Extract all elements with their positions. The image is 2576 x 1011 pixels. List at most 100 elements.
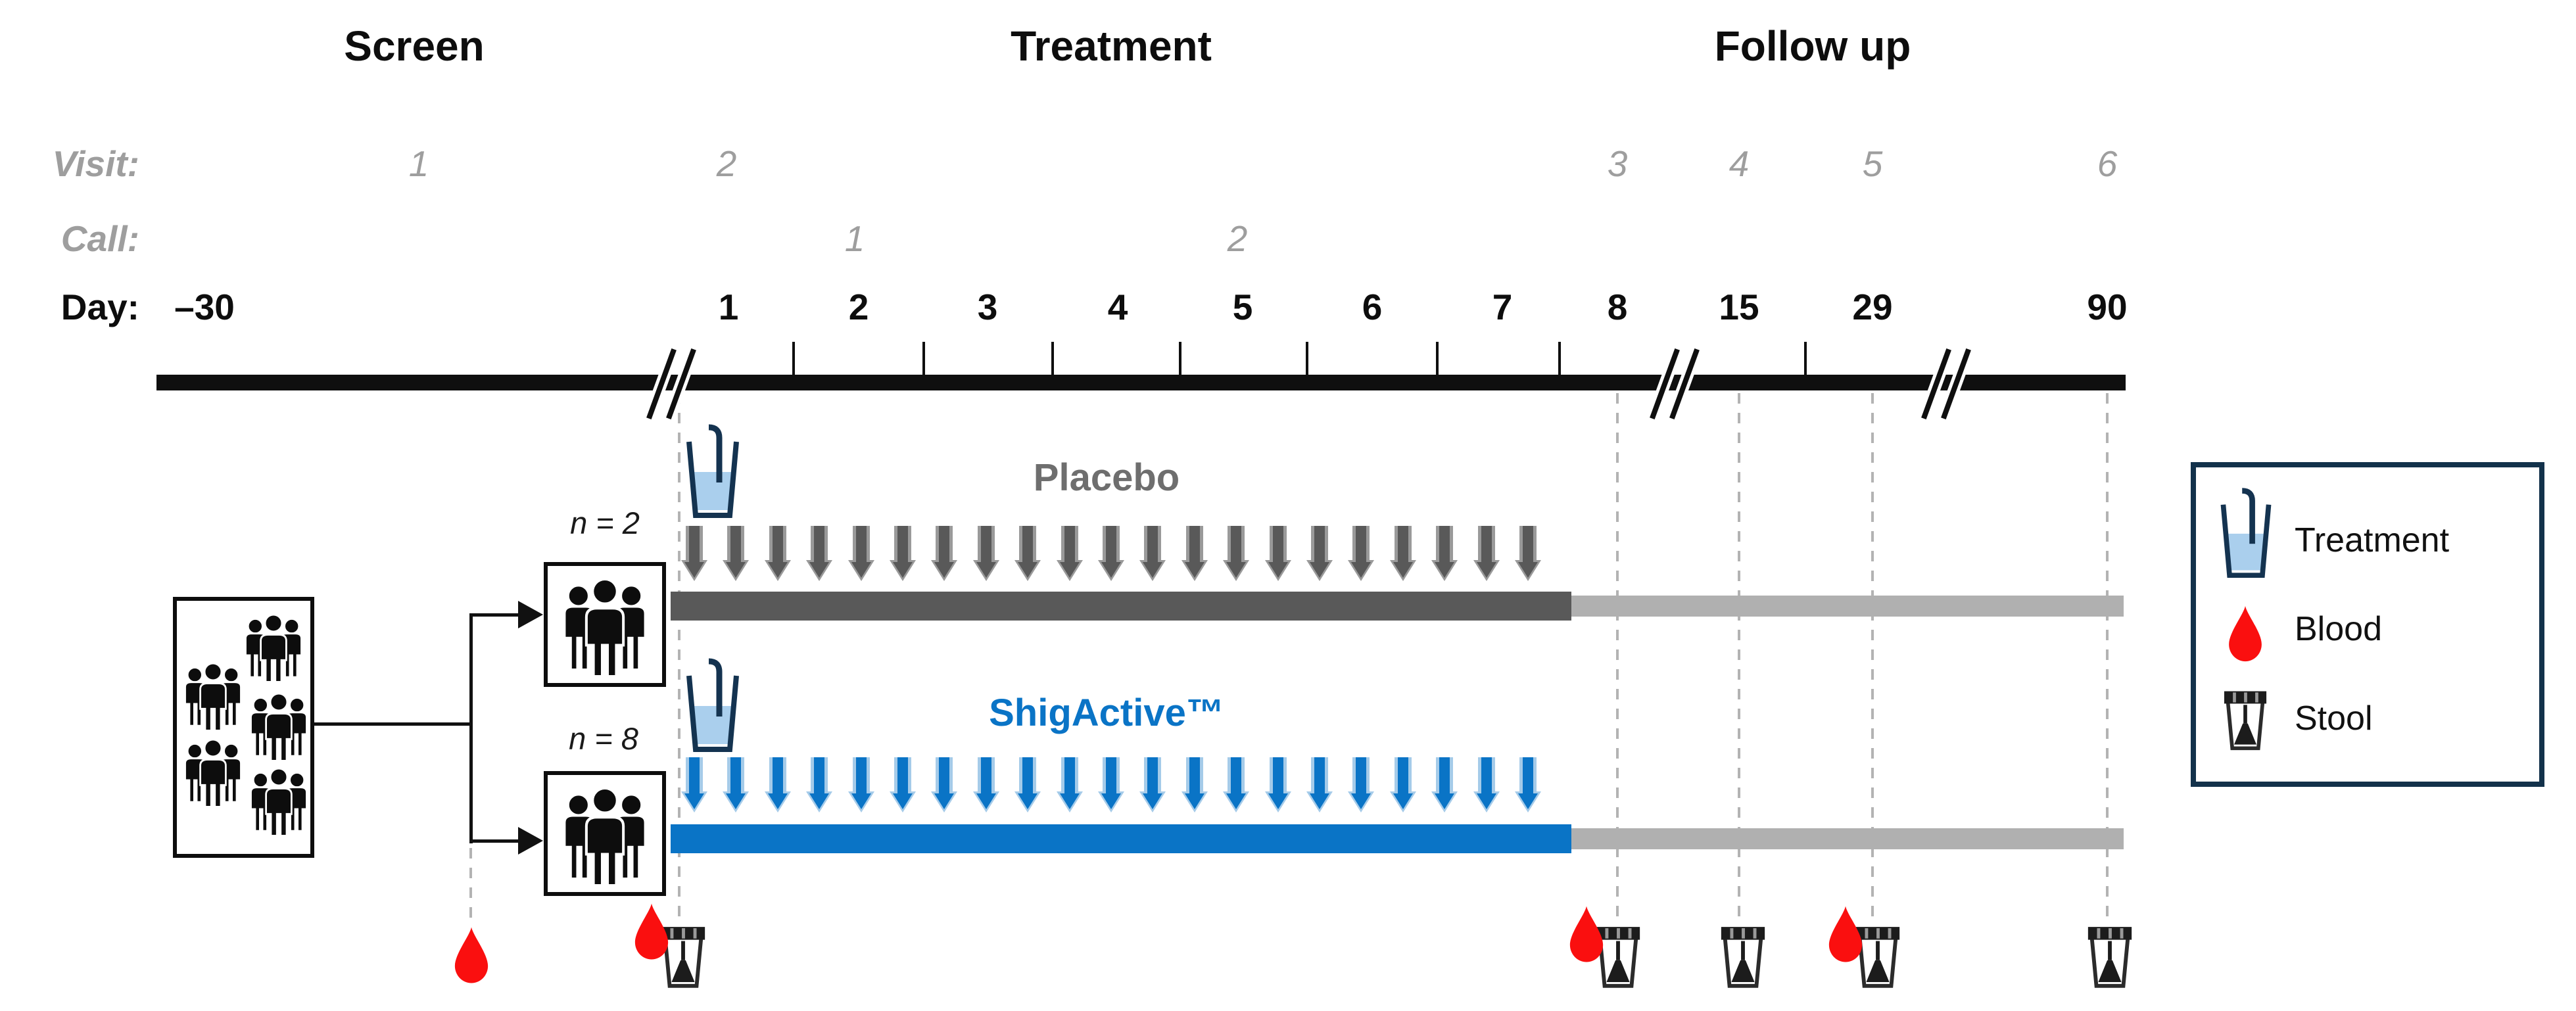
n-equals-2-label: n = 2 — [570, 506, 640, 540]
people-group-icon — [181, 661, 245, 732]
flow-branch-line — [469, 613, 473, 843]
dose-arrow-icon — [847, 757, 874, 812]
call-row-label: Call: — [60, 218, 139, 259]
flow-arm-top-line — [469, 613, 521, 617]
placebo-treatment-bar — [671, 592, 1571, 621]
dose-arrow-icon — [1181, 757, 1208, 812]
dashed-guide-line — [678, 393, 680, 923]
timeline-tick — [1804, 342, 1807, 377]
dose-arrow-icon — [1473, 526, 1500, 581]
stool-cup-icon — [657, 922, 709, 990]
blood-drop-icon — [2226, 605, 2264, 663]
dose-arrow-icon — [890, 526, 916, 581]
dose-arrow-icon — [723, 757, 750, 812]
blood-drop-icon — [632, 902, 671, 961]
dose-arrow-icon — [1431, 526, 1458, 581]
shigactive-followup-bar — [1571, 828, 2124, 849]
dose-arrow-icon — [1098, 757, 1124, 812]
dose-arrow-icon — [1515, 526, 1541, 581]
placebo-arm-label: Placebo — [1033, 456, 1180, 499]
dose-arrow-icon — [1098, 526, 1124, 581]
phase-title-screen: Screen — [344, 22, 485, 70]
phase-title-treatment: Treatment — [1011, 22, 1212, 70]
day-number: 7 — [1492, 287, 1513, 327]
phase-title-follow-up: Follow up — [1714, 22, 1911, 70]
n-equals-8-label: n = 8 — [569, 721, 638, 756]
call-number: 2 — [1227, 218, 1248, 259]
dose-arrow-icon — [1139, 757, 1166, 812]
stool-cup-icon — [2220, 686, 2271, 752]
dose-arrow-icon — [1223, 526, 1250, 581]
dose-arrow-icon — [1264, 526, 1291, 581]
day-number: 3 — [977, 287, 998, 327]
day-number: –30 — [174, 287, 235, 327]
dose-arrow-icon — [1389, 757, 1416, 812]
visit-number: 3 — [1607, 143, 1628, 184]
people-group-icon — [558, 576, 652, 678]
flow-arrow-bottom-icon — [518, 827, 543, 855]
dose-arrow-icon — [764, 757, 791, 812]
dose-arrow-icon — [681, 526, 707, 581]
timeline-tick — [1558, 342, 1561, 377]
dashed-guide-line — [2106, 393, 2109, 923]
visit-number: 4 — [1729, 143, 1750, 184]
dose-arrow-icon — [1056, 526, 1083, 581]
dose-arrow-icon — [1264, 757, 1291, 812]
day-row-label: Day: — [60, 287, 139, 327]
people-group-icon — [181, 738, 245, 808]
dose-arrow-icon — [1139, 526, 1166, 581]
visit-number: 1 — [408, 143, 429, 184]
dose-arrow-icon — [1306, 757, 1333, 812]
dashed-guide-line — [1616, 393, 1619, 923]
treatment-cup-icon — [680, 653, 746, 753]
timeline-bar — [156, 375, 2126, 390]
dashed-guide-line — [469, 848, 472, 923]
dose-arrow-icon — [764, 526, 791, 581]
timeline-tick — [792, 342, 795, 377]
dose-arrow-icon — [847, 526, 874, 581]
stool-cup-icon — [1717, 922, 1769, 990]
blood-drop-icon — [452, 926, 490, 985]
visit-number: 5 — [1862, 143, 1883, 184]
visit-row-label: Visit: — [52, 143, 139, 184]
legend-treatment-label: Treatment — [2295, 521, 2450, 559]
timeline-tick — [1306, 342, 1308, 377]
dose-arrow-icon — [1014, 526, 1041, 581]
day-number: 29 — [1852, 287, 1893, 327]
shigactive-arm-label: ShigActive™ — [989, 692, 1224, 734]
dose-arrow-icon — [1431, 757, 1458, 812]
dose-arrow-icon — [931, 757, 958, 812]
dose-arrow-icon — [1515, 757, 1541, 812]
dose-arrow-icon — [723, 526, 750, 581]
dose-arrow-icon — [1473, 757, 1500, 812]
call-number: 1 — [844, 218, 865, 259]
dose-arrow-icon — [1348, 526, 1375, 581]
timeline-tick — [922, 342, 925, 377]
day-number: 5 — [1232, 287, 1253, 327]
blood-drop-icon — [1826, 905, 1865, 964]
shigactive-treatment-bar — [671, 824, 1571, 853]
dashed-guide-line — [1738, 393, 1740, 923]
timeline-tick — [1179, 342, 1181, 377]
dose-arrow-icon — [1056, 757, 1083, 812]
timeline-tick — [1051, 342, 1054, 377]
dashed-guide-line — [1871, 393, 1874, 923]
dose-arrow-icon — [972, 526, 999, 581]
day-number: 8 — [1607, 287, 1628, 327]
people-group-icon — [558, 786, 652, 887]
people-group-icon — [247, 692, 310, 762]
stool-cup-icon — [1852, 922, 1903, 990]
dose-arrow-icon — [1014, 757, 1041, 812]
blood-drop-icon — [1567, 905, 1606, 964]
visit-number: 6 — [2097, 143, 2118, 184]
treatment-cup-icon — [680, 419, 746, 519]
dose-arrow-icon — [931, 526, 958, 581]
dose-arrow-icon — [1306, 526, 1333, 581]
stool-cup-icon — [2084, 922, 2135, 990]
dose-arrow-icon — [1223, 757, 1250, 812]
flow-arm-bottom-line — [469, 839, 521, 843]
day-number: 15 — [1719, 287, 1759, 327]
dose-arrow-icon — [1181, 526, 1208, 581]
dose-arrow-icon — [972, 757, 999, 812]
